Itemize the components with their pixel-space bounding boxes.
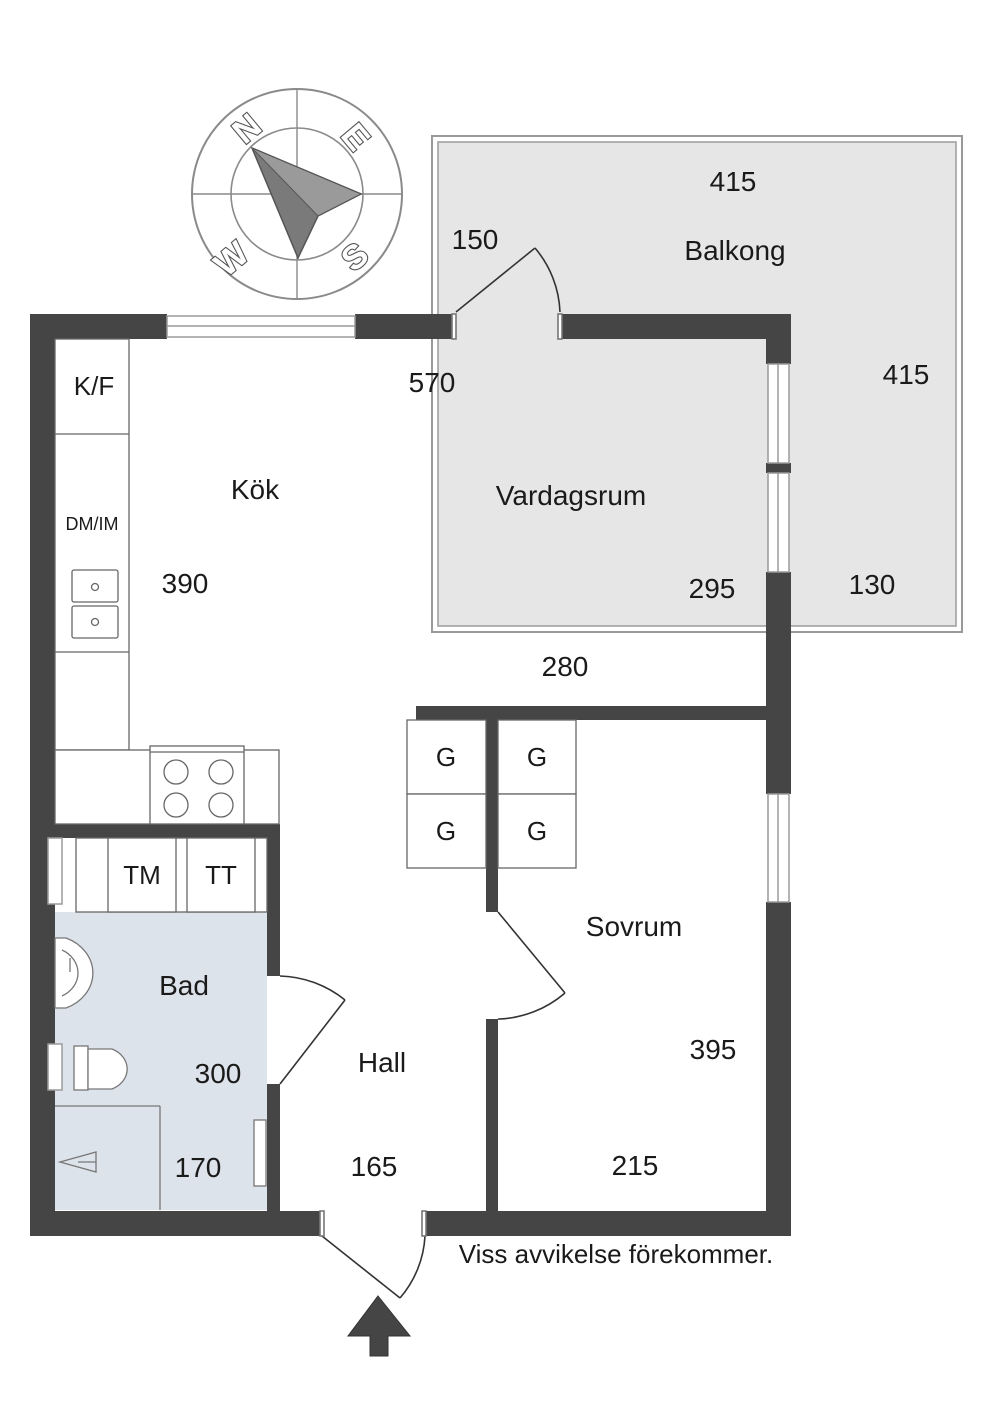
dim-balkong-door: 150	[452, 224, 499, 255]
doors	[279, 247, 566, 1299]
appliance-fridge-label: K/F	[74, 371, 114, 401]
dim-bedroom-width: 215	[612, 1150, 659, 1181]
room-label-vardagsrum: Vardagsrum	[496, 480, 646, 511]
walls	[30, 314, 791, 1236]
dim-bedroom-depth: 395	[690, 1034, 737, 1065]
room-label-hall: Hall	[358, 1047, 406, 1078]
room-label-sovrum: Sovrum	[586, 911, 682, 942]
dim-balkong-bottom: 130	[849, 569, 896, 600]
balcony-area	[431, 135, 963, 633]
entrance-arrow-icon	[347, 1295, 412, 1357]
appliance-dishwasher-label: DM/IM	[66, 514, 119, 534]
dim-balkong-top: 415	[710, 166, 757, 197]
appliance-dryer-label: TT	[205, 860, 237, 890]
dim-kitchen-depth: 390	[162, 568, 209, 599]
disclaimer-note: Viss avvikelse förekommer.	[459, 1239, 774, 1269]
kitchen-fixtures	[54, 338, 280, 825]
wardrobe-label-1: G	[436, 742, 456, 772]
appliance-washer-label: TM	[123, 860, 161, 890]
dim-living-lower: 280	[542, 651, 589, 682]
dim-living-width: 570	[409, 367, 456, 398]
dim-balkong-side: 415	[883, 359, 930, 390]
room-label-bad: Bad	[159, 970, 209, 1001]
dim-bath-height: 300	[195, 1058, 242, 1089]
room-label-balkong: Balkong	[684, 235, 785, 266]
wardrobe-label-3: G	[436, 816, 456, 846]
wardrobe-label-4: G	[527, 816, 547, 846]
dim-living-depth: 295	[689, 573, 736, 604]
dim-bath-width: 170	[175, 1152, 222, 1183]
laundry-units	[75, 837, 268, 913]
room-label-kok: Kök	[231, 474, 280, 505]
dim-hall-width: 165	[351, 1151, 398, 1182]
compass-rose-icon: N E S W	[191, 88, 403, 300]
wardrobe-label-2: G	[527, 742, 547, 772]
bath-fixtures	[54, 937, 267, 1210]
wardrobes	[406, 719, 577, 869]
windows	[47, 315, 790, 1091]
